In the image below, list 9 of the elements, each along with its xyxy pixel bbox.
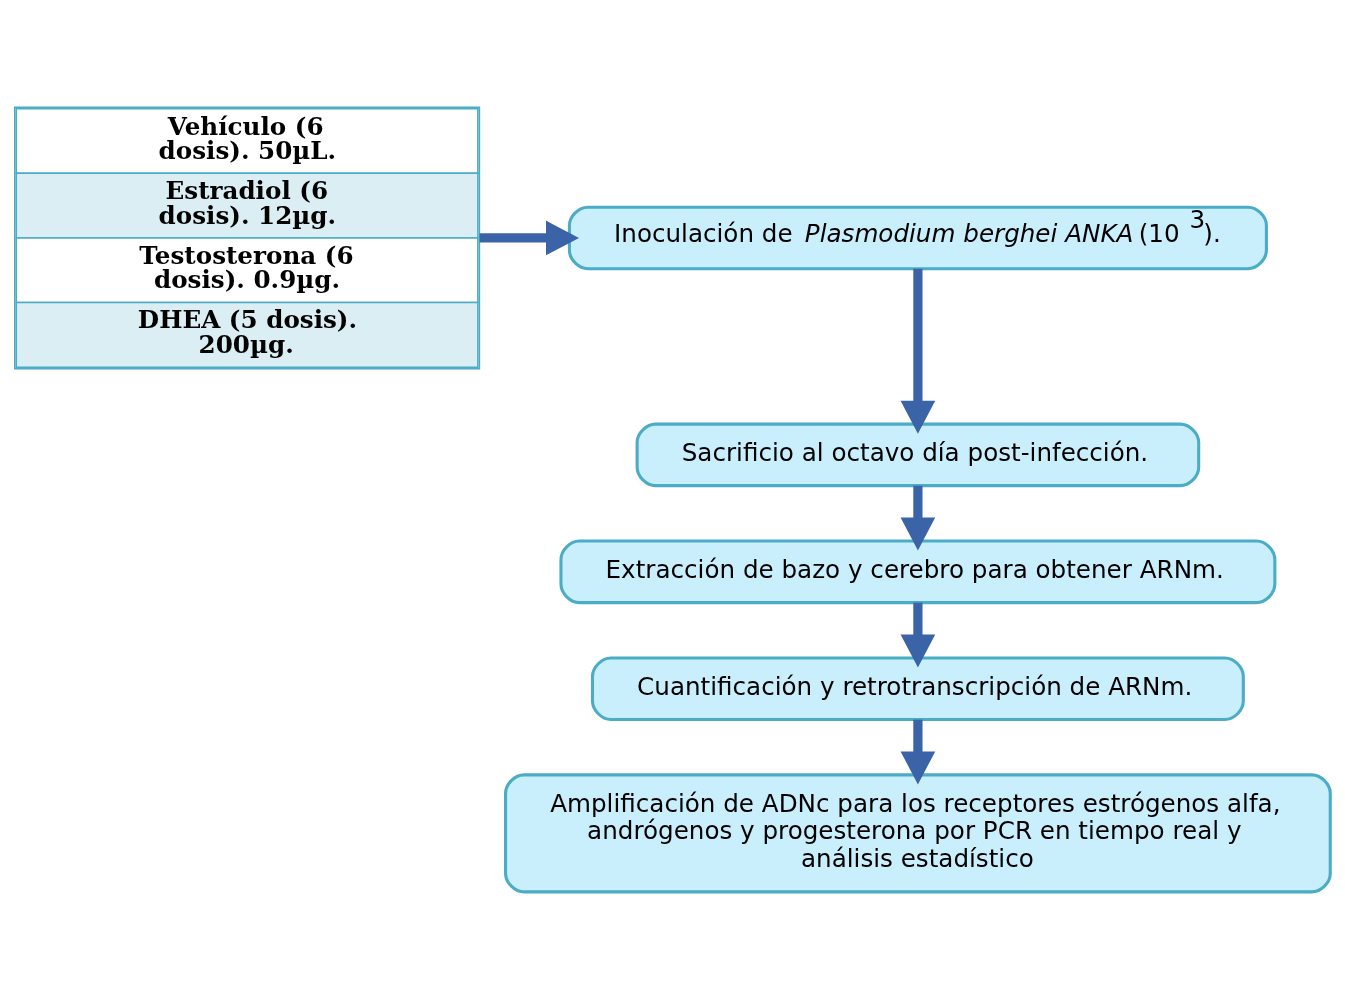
node-box: Extracción de bazo y cerebro para obtener ARNm. — [559, 539, 1277, 604]
node-box: Cuantificación y retrotranscripción de ARNm. — [590, 655, 1245, 721]
node-box: Sacrificio al octavo día post-infección. — [635, 422, 1201, 487]
arrow — [479, 220, 579, 255]
arrow — [900, 485, 936, 551]
node-box: Amplificación de ADNc para los receptores estrógenos alfa, andrógenos y progesterona por PCR en tiempo real y análisis estadístico — [504, 772, 1332, 893]
arrow — [900, 602, 936, 667]
arrow — [900, 719, 936, 784]
arrow — [900, 268, 936, 434]
